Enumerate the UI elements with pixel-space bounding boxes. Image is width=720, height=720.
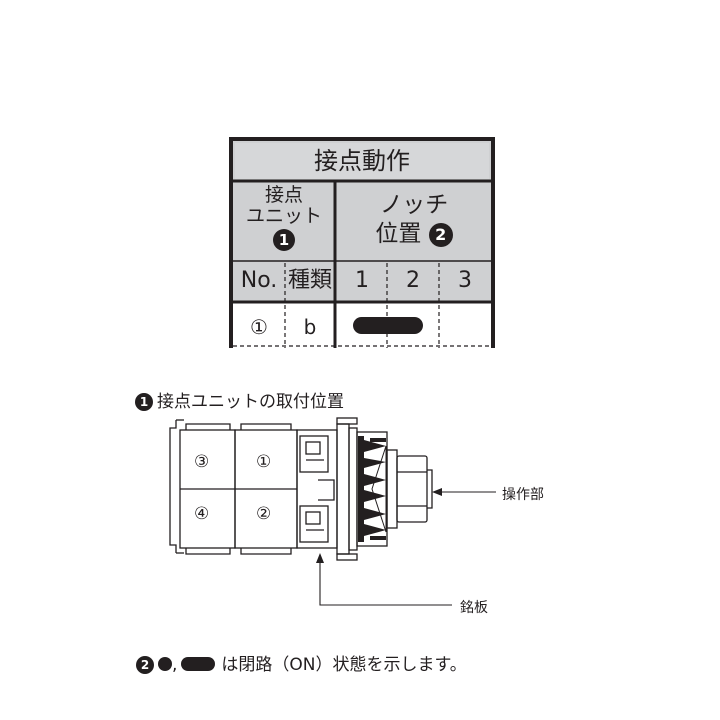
col-header-notch-3: 3 [458,268,472,293]
row-unit-no: ① [250,315,268,339]
unit-position-2: ② [256,504,272,524]
nameplate-label: 銘板 [460,600,488,616]
col-header-notch-2: 2 [406,268,420,293]
table-grid [229,137,495,348]
table-title: 接点動作 [314,147,410,175]
on-state-pill [353,317,423,334]
unit-header-badge: 1 [273,229,295,251]
on-state-note: 2,は閉路（ON）状態を示します。 [136,654,467,676]
col-header-no: No. [240,268,278,293]
unit-position-3: ③ [194,452,210,472]
notch-header: ノッチ 位置 2 [337,191,491,249]
notch-header-line2: 位置 [375,221,422,247]
col-header-notch-1: 1 [355,268,369,293]
unit-position-1: ① [256,452,272,472]
row-contact-type: b [303,315,317,339]
note-text: は閉路（ON）状態を示します。 [221,655,467,675]
unit-position-4: ④ [194,504,210,524]
filled-dot-icon [158,657,172,671]
col-header-type: 種類 [287,268,332,293]
caption-text-1: 接点ユニットの取付位置 [157,392,344,412]
contact-action-table: 接点動作 接点 ユニット 1 ノッチ 位置 2 No. 種類 1 2 3 ① b [229,137,495,348]
note-badge-2: 2 [136,656,154,674]
unit-header: 接点 ユニット 1 [235,185,333,251]
notch-header-badge: 2 [428,222,453,247]
pill-icon [181,657,216,671]
caption-badge-1: 1 [135,393,153,411]
unit-header-line1: 接点 [264,184,303,206]
notch-header-line1: ノッチ [379,192,449,218]
operator-label: 操作部 [502,487,544,503]
unit-header-line2: ユニット [245,205,322,227]
